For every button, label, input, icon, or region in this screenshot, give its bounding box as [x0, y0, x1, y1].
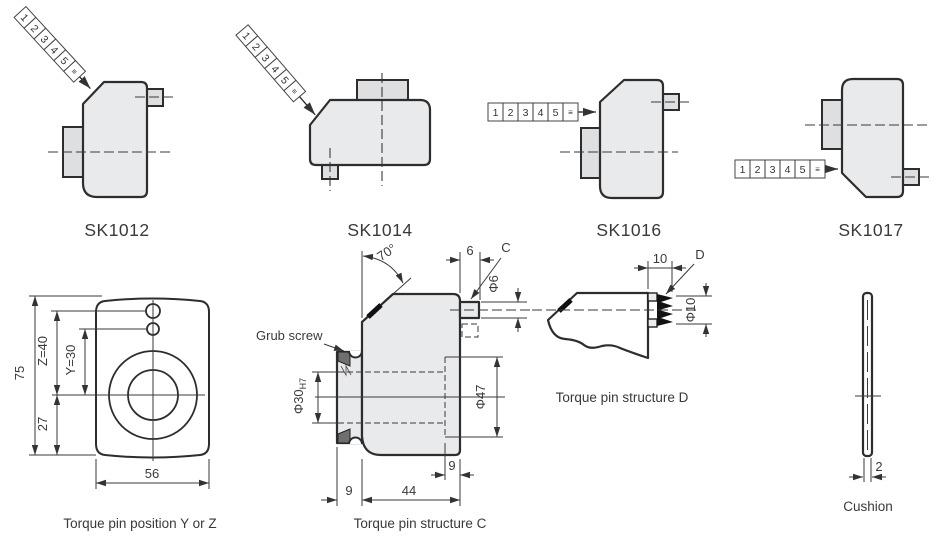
sk1014-body: [308, 98, 432, 167]
strip-cell: 4: [785, 164, 791, 176]
strip-cell-more: ≡: [568, 108, 573, 117]
part-label-sk1017: SK1017: [838, 220, 903, 240]
sk1016-number-strip: 1 2 3 4 5 ≡: [487, 102, 596, 122]
strip-cell: 5: [553, 107, 559, 119]
dim-z-40: Z=40: [35, 336, 50, 366]
sk1012-number-strip: 1 2 3 4 5 ≡: [13, 5, 91, 89]
hidden-pin-hole: [461, 323, 479, 338]
serrated-torque-pin: [657, 294, 673, 326]
section-label-c: C: [501, 240, 510, 255]
strip-cell-more: ≡: [289, 87, 299, 97]
dim-boss-9: 9: [345, 483, 352, 498]
structure-c-dimension-lines: [314, 253, 522, 504]
figure-structure-c: 70° 6 C Φ6 Grub screw Φ30H7 Φ47 9 44 9 T…: [256, 240, 534, 531]
strip-cell-more: ≡: [815, 165, 820, 174]
dim-pin-length-6: 6: [466, 243, 473, 258]
caption-position-yz: Torque pin position Y or Z: [63, 516, 216, 531]
sk1016-body: [598, 78, 665, 200]
structure-c-body: [360, 292, 462, 457]
sk1016-centerlines: [560, 101, 692, 153]
dim-pin-length-10: 10: [653, 251, 667, 266]
section-label-d: D: [695, 247, 704, 262]
figure-sk1016: 1 2 3 4 5 ≡ SK1016: [487, 78, 692, 240]
strip-cell: 2: [755, 164, 761, 176]
sk1014-centerlines: [329, 73, 383, 191]
figure-structure-d: 10 D Φ10 Torque pin structure D: [532, 247, 712, 405]
caption-structure-d: Torque pin structure D: [556, 390, 689, 405]
grub-screw-notch-top: [348, 350, 363, 359]
strip-cell: 3: [523, 107, 529, 119]
caption-structure-c: Torque pin structure C: [354, 516, 487, 531]
section-hatch-mark: [340, 364, 352, 377]
grub-screw-section-bottom: [337, 428, 351, 444]
part-label-sk1012: SK1012: [84, 220, 149, 240]
strip-cell-more: ≡: [69, 67, 79, 77]
cushion-extension-lines: [863, 458, 872, 482]
grub-screw-notch-bottom: [348, 436, 363, 445]
strip-cell: 3: [770, 164, 776, 176]
chamfer-mark: [366, 303, 383, 319]
strip-pointer-arrow: [299, 96, 316, 116]
pin-tab-top: [647, 292, 658, 302]
figure-cushion: 2 Cushion: [843, 291, 893, 514]
part-label-sk1014: SK1014: [347, 220, 412, 240]
structure-d-broken-body: [546, 291, 650, 360]
cushion-strip: [861, 291, 874, 458]
sk1012-body: [81, 80, 149, 199]
bore-fit-text: H7: [298, 378, 308, 390]
caption-cushion: Cushion: [843, 499, 893, 514]
sk1017-centerlines: [805, 124, 931, 178]
dim-height-75: 75: [12, 366, 27, 380]
dim-bore-30h7: Φ30H7: [291, 378, 308, 414]
figure-position-yz: 75 Z=40 Y=30 27 56 Torque pin position Y…: [12, 295, 217, 531]
pin-tab-bottom: [647, 318, 658, 328]
strip-cell: 1: [493, 107, 499, 119]
grub-screw-label: Grub screw: [256, 328, 323, 343]
dim-thickness-2: 2: [875, 459, 882, 474]
strip-cell: 4: [538, 107, 544, 119]
strip-pointer-arrow: [78, 76, 91, 89]
dim-pin-dia-6: Φ6: [486, 275, 501, 293]
position-centerlines: [52, 300, 205, 461]
sk1014-number-strip: 1 2 3 4 5 ≡: [235, 24, 316, 116]
dim-width-56: 56: [145, 466, 159, 481]
dim-angle-70: 70°: [374, 241, 399, 264]
dim-length-44: 44: [402, 483, 416, 498]
part-label-sk1016: SK1016: [596, 220, 661, 240]
dim-bottom-27: 27: [35, 417, 50, 431]
structure-d-dimension-lines: [634, 263, 710, 337]
dim-y-30: Y=30: [63, 345, 78, 376]
strip-cell: 5: [800, 164, 806, 176]
position-dimension-lines: [31, 296, 209, 487]
sk1017-number-strip: 1 2 3 4 5 ≡: [734, 159, 838, 179]
sk1017-body: [840, 77, 905, 199]
figure-sk1017: 1 2 3 4 5 ≡ SK1017: [734, 77, 931, 240]
strip-cell: 1: [740, 164, 746, 176]
chamfer-mark: [557, 298, 573, 313]
figure-sk1012: 1 2 3 4 5 ≡ SK1012: [13, 5, 173, 240]
dim-counterbore-9: 9: [448, 458, 455, 473]
sk1012-centerlines: [48, 96, 173, 153]
figure-sk1014: 1 2 3 4 5 ≡ SK1014: [235, 24, 432, 240]
strip-cell: 2: [508, 107, 514, 119]
dim-body-dia-47: Φ47: [473, 385, 488, 410]
grub-screw-section-top: [337, 351, 351, 367]
sk1016-left-block: [580, 127, 602, 179]
dim-pin-dia-10: Φ10: [683, 298, 698, 323]
bore-dia-text: Φ30: [291, 389, 306, 414]
